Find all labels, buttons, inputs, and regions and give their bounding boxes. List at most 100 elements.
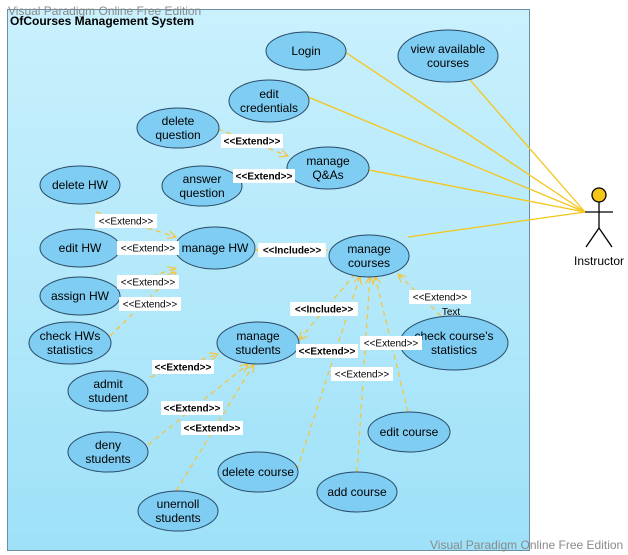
stereotype-bg [331,367,393,381]
use-case-delete-hw[interactable]: delete HW [39,165,121,205]
use-case-shape[interactable] [216,321,300,365]
use-case-shape[interactable] [39,165,121,205]
use-case-label: question [155,128,200,142]
use-case-label: manage [347,242,391,256]
stereotype-label-extend: <<Extend>> [121,244,176,255]
use-case-shape[interactable] [136,107,220,149]
stereotype-label-extend: <<Extend>> [364,339,419,350]
stereotype-bg [221,134,283,148]
use-case-label: edit HW [59,241,102,255]
stereotype-label-extend: <<Extend>> [123,300,178,311]
use-case-assign-hw[interactable]: assign HW [39,276,121,316]
association-manage-courses [407,211,586,238]
stereotype-label-extend: <<Extend>> [155,363,212,374]
actor-left-leg [585,227,600,248]
use-case-label: unernoll [157,497,200,511]
use-case-label: add course [327,485,387,499]
use-case-shape[interactable] [28,321,112,365]
use-case-label: courses [427,56,469,70]
use-case-shape[interactable] [217,451,299,493]
stereotype-bg [409,290,471,304]
use-case-label: students [85,452,130,466]
use-case-label: statistics [431,343,477,357]
use-case-label: admit [93,377,123,391]
actor-label: Instructor [574,254,624,268]
stereotype-bg [258,243,326,257]
use-case-manage-hw[interactable]: manage HW [174,226,256,270]
use-case-shape[interactable] [228,79,310,123]
association-view-courses [469,79,586,213]
use-case-label: deny [95,438,121,452]
use-case-shape[interactable] [265,31,347,71]
stereotype-label-extend: <<Extend>> [224,137,281,148]
watermark-top: Visual Paradigm Online Free Edition [8,4,202,18]
stereotype-label-extend: <<Extend>> [121,278,176,289]
use-case-shape[interactable] [39,276,121,316]
use-case-add-course[interactable]: add course [316,471,398,513]
use-case-label: students [235,343,280,357]
use-case-shape[interactable] [137,490,219,532]
stereotype-label-extend: <<Extend>> [335,370,390,381]
actor-instructor[interactable]: Instructor [574,187,624,268]
stereotype-bg [161,401,223,415]
use-case-label: manage HW [182,241,249,255]
use-case-shape[interactable] [397,29,499,83]
stereotype-bg [119,297,181,311]
use-case-shape[interactable] [161,165,243,207]
stereotype-bg [233,169,295,183]
use-case-label: manage [306,154,350,168]
stereotype-bg [296,344,358,358]
use-case-label: statistics [47,343,93,357]
use-case-label: check course's [415,329,494,343]
use-case-edit-hw[interactable]: edit HW [39,228,121,268]
stereotype-bg [290,302,358,316]
dep-manage-courses-include-manage-students [299,273,356,340]
use-case-label: Q&As [312,168,343,182]
stereotype-bg [181,421,243,435]
association-manage-qa [368,169,586,213]
system-title: OfCourses Management System [10,14,195,28]
stereotype-label-extend: <<Extend>> [236,172,293,183]
use-case-label: edit course [380,425,439,439]
use-case-shape[interactable] [316,471,398,513]
dep-delete-course-manage-courses [296,276,360,471]
stereotype-bg [152,360,214,374]
use-case-label: delete [162,114,195,128]
stereotype-bg [117,275,179,289]
use-case-label: courses [348,256,390,270]
stereotype-label-extend: <<Extend>> [299,347,356,358]
association-edit-credentials [307,96,586,213]
use-case-shape[interactable] [367,411,451,453]
use-case-edit-course[interactable]: edit course [367,411,451,453]
use-case-shape[interactable] [67,431,149,473]
dep-add-course-manage-courses [356,276,370,473]
use-case-label: edit [259,87,279,101]
association-login [344,51,586,213]
use-case-delete-course[interactable]: delete course [217,451,299,493]
use-case-shape[interactable] [328,234,410,278]
use-case-label: answer [183,172,222,186]
stereotype-label-extend: <<Extend>> [99,217,154,228]
watermark-bottom: Visual Paradigm Online Free Edition [430,538,624,552]
use-case-login[interactable]: Login [265,31,347,71]
stereotype-bg [95,214,157,228]
text-label: Text [442,307,461,318]
stereotype-label-extend: <<Extend>> [413,293,468,304]
stereotype-bg [360,336,422,350]
use-case-shape[interactable] [286,146,370,190]
use-case-label: delete course [222,465,294,479]
use-case-shape[interactable] [67,370,149,412]
